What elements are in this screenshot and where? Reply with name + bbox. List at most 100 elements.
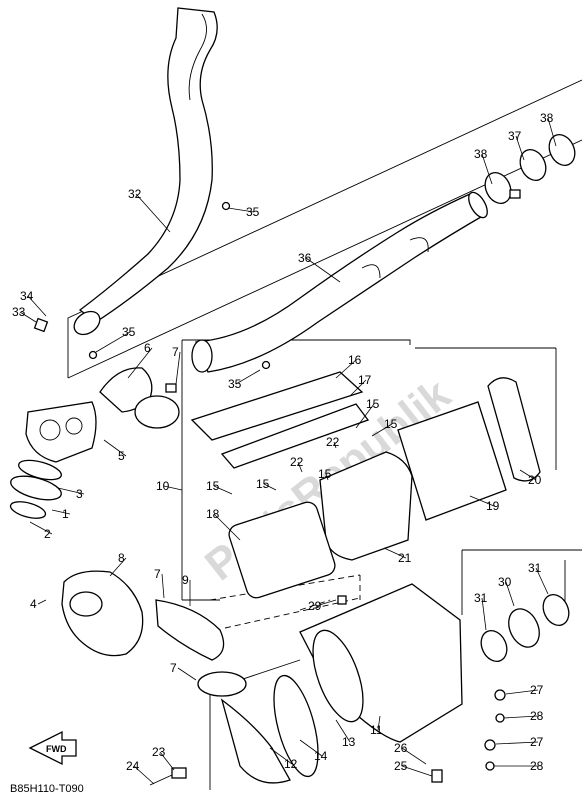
callout-leader-4 (37, 599, 47, 605)
callout-label-15: 15 (318, 467, 332, 481)
callout-leader-15 (371, 423, 393, 437)
callout-leader-29 (315, 599, 337, 607)
callout-label-21: 21 (398, 551, 412, 565)
callout-label-4: 4 (30, 597, 37, 611)
callout-label-31: 31 (528, 561, 542, 575)
callout-leader-31 (535, 567, 549, 595)
callout-leader-27 (505, 689, 539, 695)
callout-leader-35 (227, 207, 255, 213)
callout-leader-6 (127, 347, 153, 379)
callout-label-2: 2 (44, 527, 51, 541)
callout-label-33: 33 (12, 305, 26, 319)
callout-leader-10 (163, 485, 183, 491)
diagram-code: B85H110-T090 (10, 783, 84, 795)
callout-leader-16 (335, 359, 357, 379)
callout-leader-38 (547, 117, 557, 147)
callout-leader-11 (377, 715, 381, 731)
callout-leader-31 (481, 597, 487, 631)
callout-leader-37 (515, 135, 525, 161)
callout-label-36: 36 (298, 251, 312, 265)
callout-leader-24 (133, 765, 155, 785)
fwd-arrow-icon: FWD (28, 730, 77, 766)
callout-label-28: 28 (530, 759, 544, 773)
callout-label-1: 1 (62, 507, 69, 521)
callout-leader-2 (29, 521, 53, 535)
callout-leader-7 (177, 667, 197, 681)
callout-leader-27 (495, 741, 539, 745)
callout-leader-19 (469, 495, 495, 507)
callout-label-15: 15 (366, 397, 380, 411)
callout-leader-23 (159, 751, 175, 771)
callout-label-14: 14 (314, 749, 328, 763)
element-part-20 (487, 377, 541, 482)
callout-label-8: 8 (118, 551, 125, 565)
callout-label-6: 6 (144, 341, 151, 355)
callout-leader-18 (213, 513, 241, 541)
callout-label-18: 18 (206, 507, 220, 521)
callout-label-38: 38 (540, 111, 554, 125)
callout-label-19: 19 (486, 499, 500, 513)
callout-label-13: 13 (342, 735, 356, 749)
callout-label-5: 5 (118, 449, 125, 463)
callout-leader-14 (299, 739, 323, 757)
callout-leader-28 (503, 715, 539, 719)
intake-joint-part-8 (61, 570, 144, 657)
callout-label-30: 30 (498, 575, 512, 589)
callout-leader-12 (269, 747, 293, 765)
callout-label-3: 3 (76, 487, 83, 501)
callout-label-31: 31 (474, 591, 488, 605)
callout-label-15: 15 (256, 477, 270, 491)
callout-label-7: 7 (172, 345, 179, 359)
callout-leader-3 (57, 487, 85, 495)
callout-label-27: 27 (530, 735, 544, 749)
intake-duct-part-36 (195, 193, 487, 373)
air-filter-cap-part-16 (190, 371, 364, 441)
callout-leader-38 (481, 153, 493, 185)
callout-leader-15 (355, 403, 375, 429)
callout-label-34: 34 (20, 289, 34, 303)
callout-label-24: 24 (126, 759, 140, 773)
callout-label-38: 38 (474, 147, 488, 161)
callout-label-17: 17 (358, 373, 372, 387)
callout-label-15: 15 (206, 479, 220, 493)
callout-label-22: 22 (326, 435, 340, 449)
callout-leader-33 (19, 311, 37, 323)
callout-label-25: 25 (394, 759, 408, 773)
callout-leader-1 (51, 509, 71, 515)
callout-leader-15 (213, 485, 233, 495)
callout-leader-22 (333, 441, 337, 449)
callout-leader-22 (297, 461, 303, 473)
callout-label-29: 29 (308, 599, 322, 613)
callout-label-28: 28 (530, 709, 544, 723)
callout-leader-35 (95, 331, 131, 353)
callout-label-32: 32 (128, 187, 142, 201)
snorkel-tube-part-32 (78, 7, 218, 323)
callout-label-20: 20 (528, 473, 542, 487)
callout-leader-30 (505, 581, 515, 607)
callout-label-11: 11 (370, 723, 383, 737)
callout-label-15: 15 (384, 417, 398, 431)
callout-leader-15 (325, 473, 329, 481)
callout-leader-20 (519, 469, 537, 481)
callout-label-23: 23 (152, 745, 166, 759)
callout-leader-35 (235, 369, 261, 385)
callout-leader-7 (175, 351, 181, 385)
callout-label-37: 37 (508, 129, 522, 143)
callout-leader-15 (263, 483, 277, 491)
callout-label-26: 26 (394, 741, 408, 755)
callout-label-35: 35 (228, 377, 242, 391)
callout-leader-21 (383, 547, 407, 559)
callout-label-10: 10 (156, 479, 170, 493)
callout-label-7: 7 (170, 661, 177, 675)
throttle-body-part-5 (25, 401, 97, 463)
callout-leader-36 (305, 257, 341, 283)
callout-leader-17 (349, 379, 367, 397)
callout-leader-7 (161, 573, 165, 599)
callout-label-22: 22 (290, 455, 304, 469)
callout-label-16: 16 (348, 353, 362, 367)
callout-label-9: 9 (182, 573, 189, 587)
fwd-label: FWD (46, 744, 67, 754)
element-part-19 (397, 401, 507, 521)
